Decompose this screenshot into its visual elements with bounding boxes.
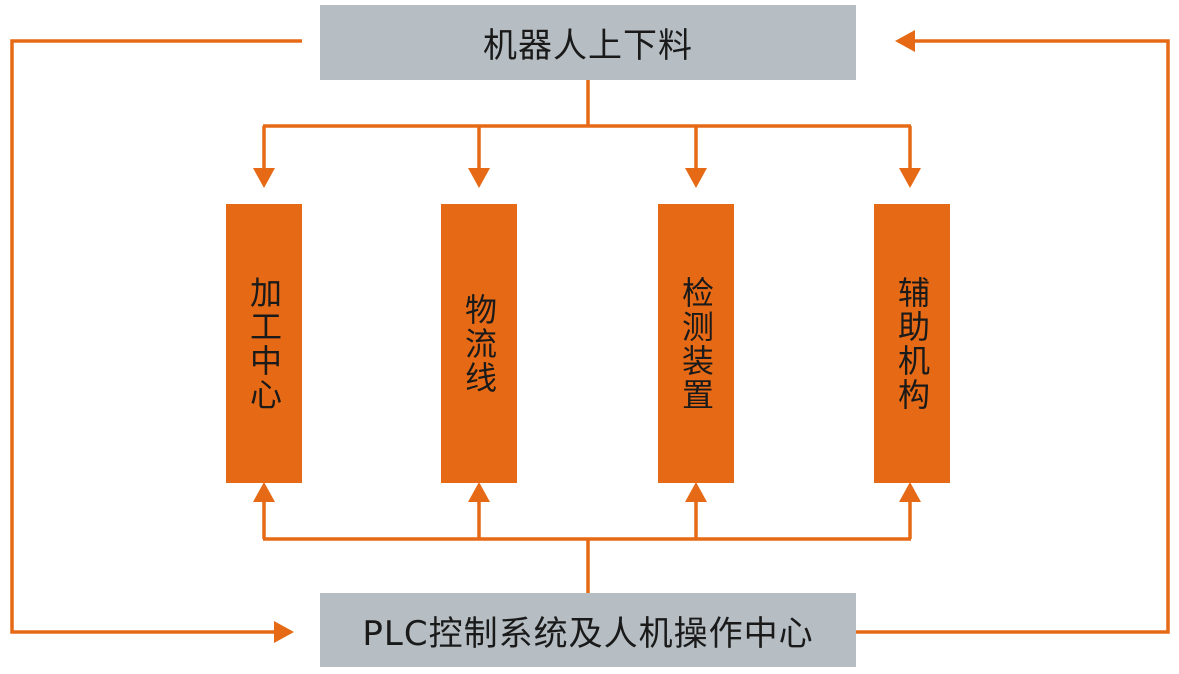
module-label-3: 检测装置: [677, 275, 715, 412]
arrowhead-down-2: [468, 168, 490, 188]
arrowhead-up-3: [685, 482, 707, 502]
module-label-4: 辅助机构: [893, 275, 931, 412]
arrowhead-down-4: [899, 168, 921, 188]
arrowhead-left-top: [895, 30, 915, 52]
robot-loading-box: 机器人上下料: [320, 5, 856, 80]
left-loop-line: [10, 39, 302, 634]
robot-loading-label: 机器人上下料: [483, 26, 693, 66]
arrowhead-up-1: [253, 482, 275, 502]
module-label-2: 物流线: [460, 292, 498, 395]
module-machining-center: 加工中心: [226, 204, 302, 483]
right-loop-line: [856, 39, 1170, 634]
arrowhead-up-4: [899, 482, 921, 502]
arrowhead-up-2: [468, 482, 490, 502]
arrowhead-down-1: [253, 168, 275, 188]
module-inspection-device: 检测装置: [658, 204, 734, 483]
arrowhead-right-bottom: [274, 621, 294, 643]
module-label-1: 加工中心: [245, 275, 283, 412]
module-logistics-line: 物流线: [441, 204, 517, 483]
plc-control-box: PLC控制系统及人机操作中心: [320, 593, 856, 667]
arrowhead-down-3: [685, 168, 707, 188]
plc-control-label: PLC控制系统及人机操作中心: [362, 613, 814, 654]
module-auxiliary-mechanism: 辅助机构: [874, 204, 950, 483]
